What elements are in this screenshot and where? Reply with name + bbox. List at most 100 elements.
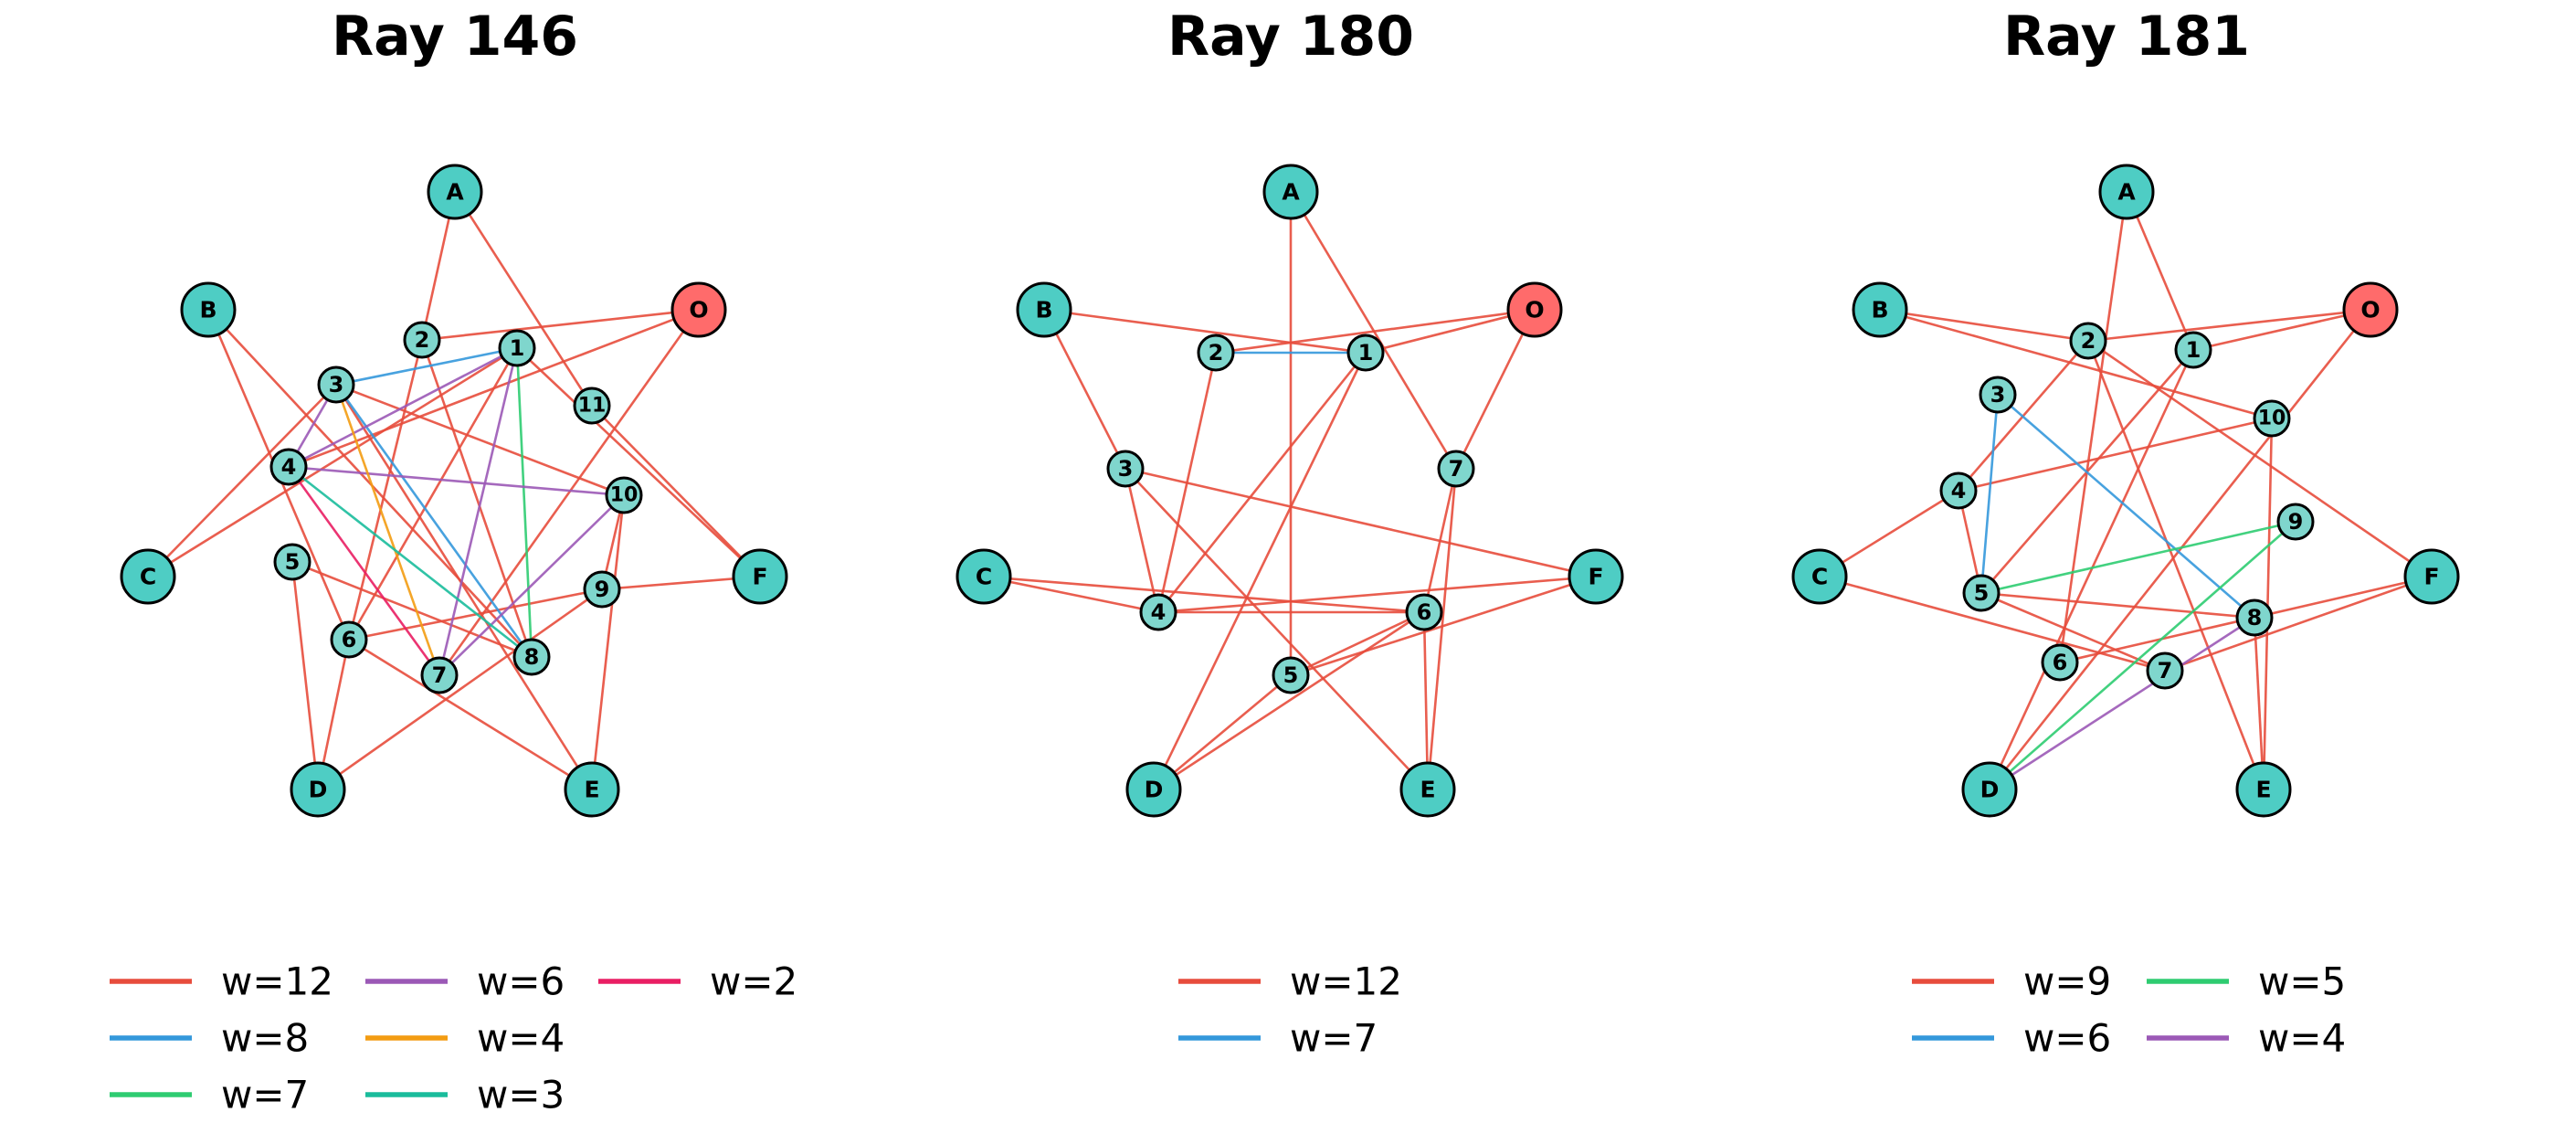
node-circle	[1139, 593, 1177, 631]
node-circle	[290, 761, 346, 818]
edges	[1819, 191, 2433, 791]
node-label: 5	[1283, 662, 1299, 688]
node-circle	[2069, 322, 2107, 360]
edge-7-10	[438, 494, 625, 676]
node-circle	[317, 365, 355, 404]
edge-C-6	[983, 575, 1425, 614]
legend-label: w=4	[2258, 1016, 2346, 1061]
node-3: 3	[317, 365, 355, 404]
edge-1-7	[438, 347, 519, 676]
legend-label: w=12	[221, 959, 333, 1004]
node-circle	[1272, 656, 1310, 694]
edge-D-9	[1989, 521, 2296, 790]
node-D: D	[1961, 761, 2018, 818]
node-label: D	[309, 777, 328, 803]
legend-item: w=2	[598, 959, 797, 1004]
node-circle	[1106, 450, 1145, 488]
node-label: F	[2423, 564, 2439, 590]
node-circle	[1962, 574, 2001, 612]
edge-1-4	[288, 346, 518, 469]
node-7: 7	[420, 656, 459, 694]
legend-item: w=12	[110, 959, 333, 1004]
legend-label: w=4	[477, 1016, 565, 1061]
node-A: A	[2098, 164, 2155, 220]
node-label: 8	[524, 644, 540, 670]
node-11: 11	[573, 387, 611, 425]
node-10: 10	[2253, 399, 2291, 438]
legend-item: w=4	[2147, 1016, 2346, 1061]
legend-item: w=6	[365, 959, 565, 1004]
edges	[147, 191, 761, 791]
node-circle	[2146, 651, 2184, 690]
legend: w=12w=8w=7w=6w=4w=3w=2	[110, 959, 797, 1118]
edge-E-2	[2086, 340, 2265, 790]
node-label: D	[1145, 777, 1164, 803]
node-circle	[1437, 450, 1475, 488]
node-label: 11	[578, 395, 607, 418]
node-circle	[1939, 471, 1978, 510]
legend-label: w=6	[2023, 1016, 2111, 1061]
node-circle	[498, 329, 536, 367]
node-A: A	[1262, 164, 1319, 220]
edge-A-6	[2058, 191, 2128, 663]
node-A: A	[427, 164, 483, 220]
node-circle	[1016, 281, 1072, 338]
edge-E-3	[1124, 468, 1429, 790]
edge-1-3	[335, 346, 518, 387]
node-7: 7	[1437, 450, 1475, 488]
node-9: 9	[583, 570, 621, 609]
edge-A-1	[2125, 191, 2195, 351]
node-circle	[512, 638, 551, 676]
node-label: 6	[2053, 650, 2068, 675]
edge-3-8	[1997, 394, 2255, 619]
node-1: 1	[2174, 331, 2212, 369]
node-C: C	[1791, 548, 1848, 605]
edge-F-4	[1157, 575, 1597, 614]
node-circle	[1568, 548, 1624, 605]
node-label: 3	[1990, 382, 2006, 408]
node-circle	[2403, 548, 2460, 605]
node-label: D	[1980, 777, 2000, 803]
node-label: 5	[1974, 580, 1990, 606]
node-circle	[1346, 334, 1385, 372]
edge-4-7	[287, 466, 441, 676]
legend-label: w=2	[710, 959, 797, 1004]
edge-6-7	[1422, 468, 1458, 613]
node-F: F	[732, 548, 788, 605]
edge-E-6	[348, 638, 593, 791]
panel-title: Ray 146	[332, 5, 578, 69]
node-label: 2	[2081, 328, 2096, 354]
legend: w=9 w=6 w=5 w=4	[1912, 959, 2346, 1061]
node-E: E	[2235, 761, 2292, 818]
node-label: 10	[610, 484, 639, 507]
node-E: E	[1399, 761, 1456, 818]
node-6: 6	[1405, 593, 1443, 631]
legend-label: w=7	[1290, 1016, 1378, 1061]
legend-label: w=12	[1290, 959, 1402, 1004]
node-label: A	[1282, 179, 1300, 206]
edge-4-10	[288, 465, 625, 497]
node-4: 4	[1939, 471, 1978, 510]
node-5: 5	[273, 543, 311, 581]
node-1: 1	[1346, 334, 1385, 372]
node-4: 4	[269, 448, 308, 486]
legend-label: w=6	[477, 959, 565, 1004]
node-3: 3	[1106, 450, 1145, 488]
legend-label: w=5	[2258, 959, 2346, 1004]
node-label: 6	[342, 627, 357, 652]
legend-label: w=9	[2023, 959, 2111, 1004]
node-label: 1	[1358, 340, 1374, 365]
node-B: B	[180, 281, 237, 338]
node-circle	[1399, 761, 1456, 818]
node-label: 7	[1449, 456, 1464, 482]
node-circle	[1405, 593, 1443, 631]
node-circle	[420, 656, 459, 694]
node-label: 7	[2158, 658, 2173, 683]
node-circle	[583, 570, 621, 609]
